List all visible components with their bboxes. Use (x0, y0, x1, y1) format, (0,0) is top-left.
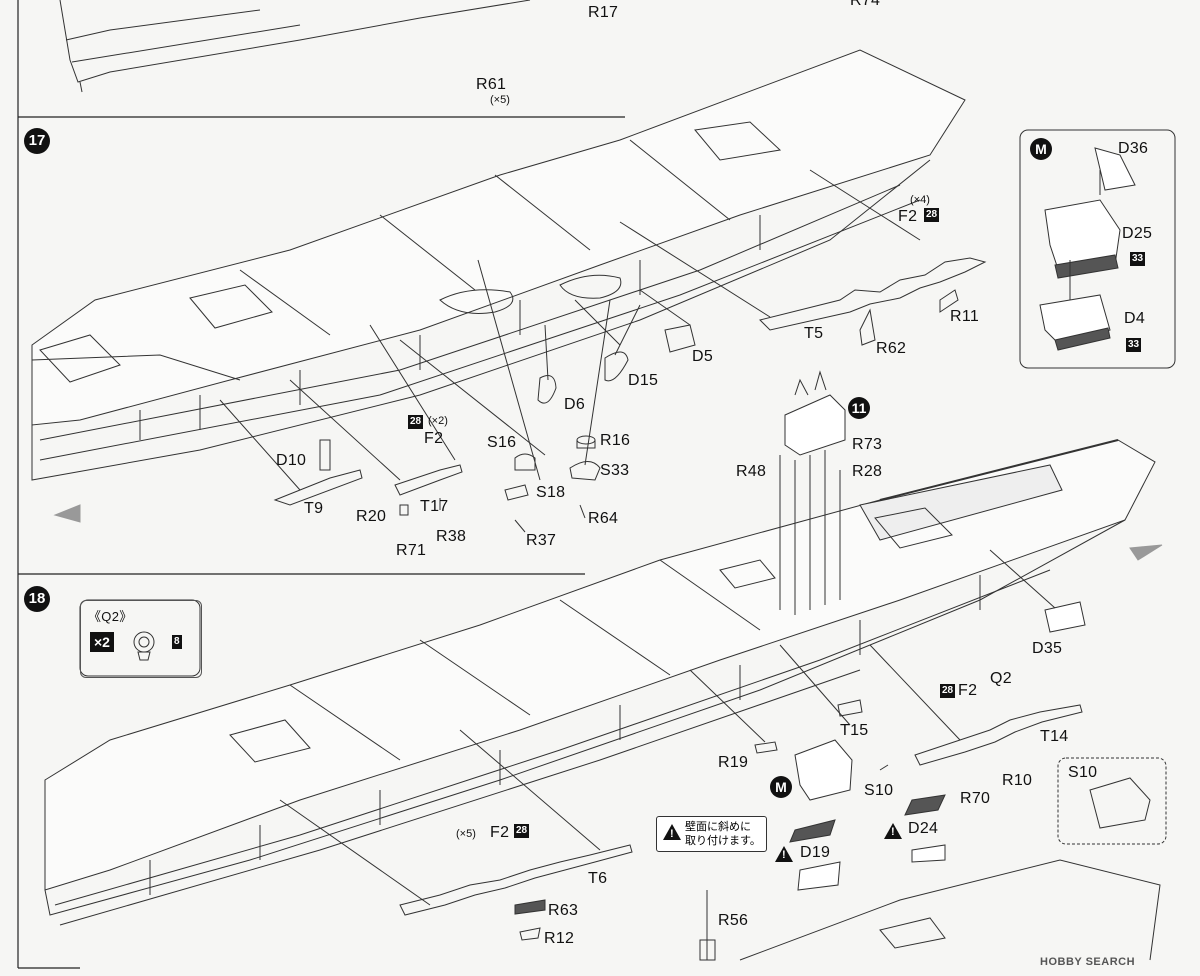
label-T17: T17 (420, 498, 449, 515)
label-D6: D6 (564, 396, 586, 413)
marker-m-box: M (1030, 138, 1052, 160)
label-R74: R74 (850, 0, 881, 9)
paint-code: 28 (408, 415, 424, 429)
label-D5: D5 (692, 348, 714, 365)
label-F2-top-mult: (×4) (910, 194, 930, 206)
label-R38: R38 (436, 528, 467, 545)
step-17-badge: 17 (24, 128, 50, 154)
label-D4: D4 (1124, 310, 1146, 327)
label-F2-mid-mult: (×2) (428, 415, 448, 427)
label-S18: S18 (536, 484, 566, 501)
paint-code: 33 (1130, 252, 1146, 266)
label-F2-mid: F2 (424, 430, 444, 447)
label-D36: D36 (1118, 140, 1149, 157)
paint-code: 8 (172, 635, 182, 649)
label-F2-top: F2 (898, 208, 918, 225)
label-R17: R17 (588, 4, 619, 21)
label-T9: T9 (304, 500, 324, 517)
label-D19: D19 (800, 844, 831, 861)
note-line-2: 取り付けます。 (685, 835, 761, 847)
label-R71: R71 (396, 542, 427, 559)
label-S16: S16 (487, 434, 517, 451)
label-Q2: Q2 (990, 670, 1012, 687)
label-R20: R20 (356, 508, 387, 525)
q2-count-badge: ×2 (90, 632, 114, 652)
label-Q2-box: 《Q2》 (88, 609, 133, 624)
label-D15: D15 (628, 372, 659, 389)
warning-icon (775, 846, 793, 862)
watermark: HOBBY SEARCH (1040, 956, 1136, 968)
label-R73: R73 (852, 436, 883, 453)
q2-detail-box (80, 600, 202, 678)
label-F2-bot: F2 (490, 824, 510, 841)
label-F2-right: F2 (958, 682, 978, 699)
label-R10: R10 (1002, 772, 1033, 789)
label-F2-bot-mult: (×5) (456, 828, 476, 840)
paint-code: 28 (940, 684, 956, 698)
label-R12: R12 (544, 930, 575, 947)
label-R61-mult: (×5) (490, 94, 510, 106)
warning-icon (663, 824, 681, 841)
label-R48: R48 (736, 463, 767, 480)
label-T14: T14 (1040, 728, 1069, 745)
assembly-note: 壁面に斜めに 取り付けます。 (656, 816, 767, 852)
label-R64: R64 (588, 510, 619, 527)
label-S10-box: S10 (1068, 764, 1098, 781)
step-18-badge: 18 (24, 586, 50, 612)
label-S33: S33 (600, 462, 630, 479)
note-line-1: 壁面に斜めに (685, 821, 751, 833)
label-R28: R28 (852, 463, 883, 480)
paint-code: 28 (514, 824, 530, 838)
label-R63: R63 (548, 902, 579, 919)
label-T15: T15 (840, 722, 869, 739)
subassembly-badge: 11 (848, 397, 870, 419)
paint-code: 33 (1126, 338, 1142, 352)
label-R56: R56 (718, 912, 749, 929)
label-D24: D24 (908, 820, 939, 837)
label-R70: R70 (960, 790, 991, 807)
label-R62: R62 (876, 340, 907, 357)
marker-m-part: M (770, 776, 792, 798)
label-T5: T5 (804, 325, 824, 342)
label-R19: R19 (718, 754, 749, 771)
label-S10: S10 (864, 782, 894, 799)
label-R37: R37 (526, 532, 557, 549)
label-T6: T6 (588, 870, 608, 887)
label-R11: R11 (950, 308, 980, 325)
label-D35: D35 (1032, 640, 1063, 657)
label-D10: D10 (276, 452, 307, 469)
label-R16: R16 (600, 432, 631, 449)
label-D25: D25 (1122, 225, 1153, 242)
label-R61: R61 (476, 76, 507, 93)
warning-icon (884, 823, 902, 839)
paint-code: 28 (924, 208, 940, 222)
